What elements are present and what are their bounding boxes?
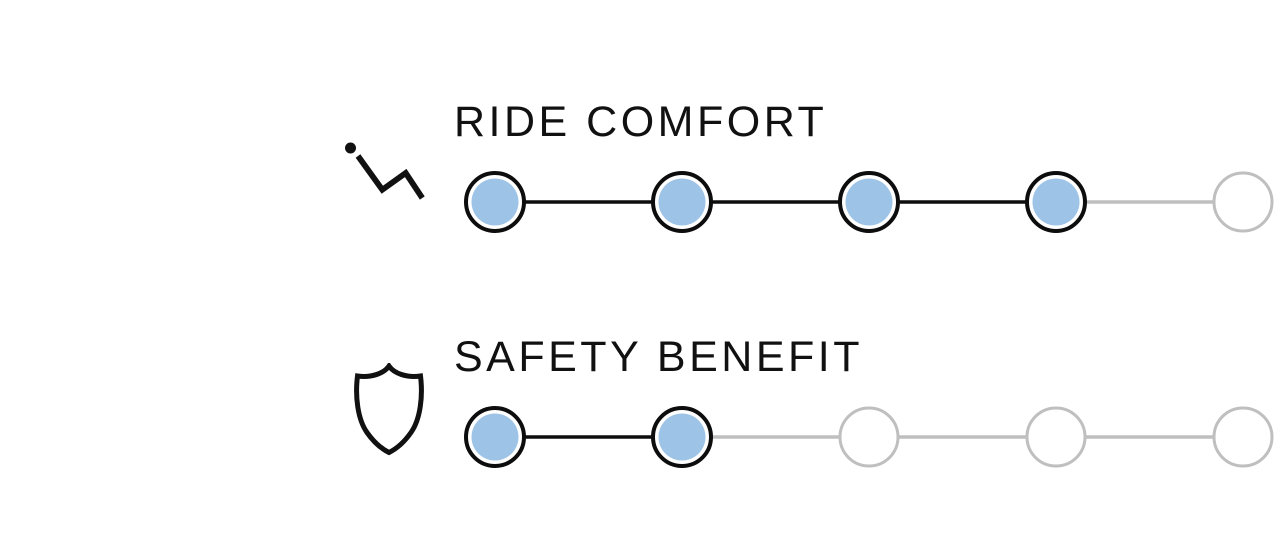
rating-label-ride-comfort: RIDE COMFORT: [454, 98, 828, 146]
shield-outline: [354, 363, 424, 456]
rating-label-safety-benefit: SAFETY BENEFIT: [454, 333, 863, 381]
seat-head-dot: [345, 142, 356, 154]
shield-icon: [349, 363, 429, 458]
rating-dot-fill: [845, 178, 893, 226]
rating-dot-fill: [1032, 178, 1080, 226]
rating-dot-fill: [471, 413, 519, 461]
rating-dot-empty: [1212, 406, 1274, 468]
rating-dot-fill: [658, 413, 706, 461]
seat-recline-line: [355, 154, 425, 200]
rating-dot-fill: [658, 178, 706, 226]
rating-dots-safety-benefit: [464, 406, 1274, 468]
reclining-seat-icon: [335, 135, 435, 210]
rating-dot-empty: [1212, 171, 1274, 233]
rating-dot-empty: [1025, 406, 1087, 468]
rating-dot-fill: [471, 178, 519, 226]
rating-dot-empty: [838, 406, 900, 468]
rating-dots-ride-comfort: [464, 171, 1274, 233]
